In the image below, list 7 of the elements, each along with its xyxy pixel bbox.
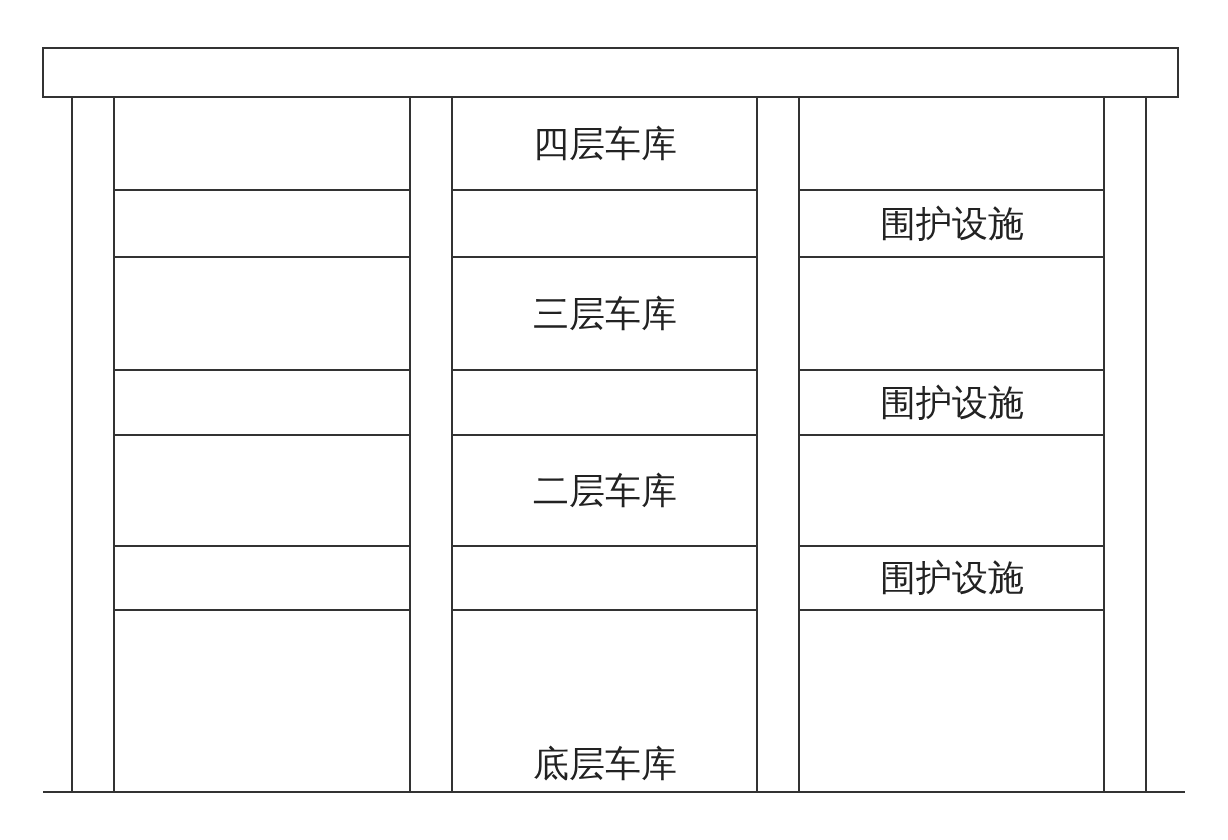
floor-label: 四层车库 (532, 125, 677, 162)
floor-label: 围护设施 (879, 205, 1024, 242)
floor-label: 围护设施 (879, 384, 1024, 421)
floor-label: 底层车库 (532, 746, 677, 782)
floor-label: 三层车库 (532, 295, 677, 332)
floor-label: 围护设施 (879, 560, 1024, 596)
floor-label: 二层车库 (532, 472, 677, 509)
